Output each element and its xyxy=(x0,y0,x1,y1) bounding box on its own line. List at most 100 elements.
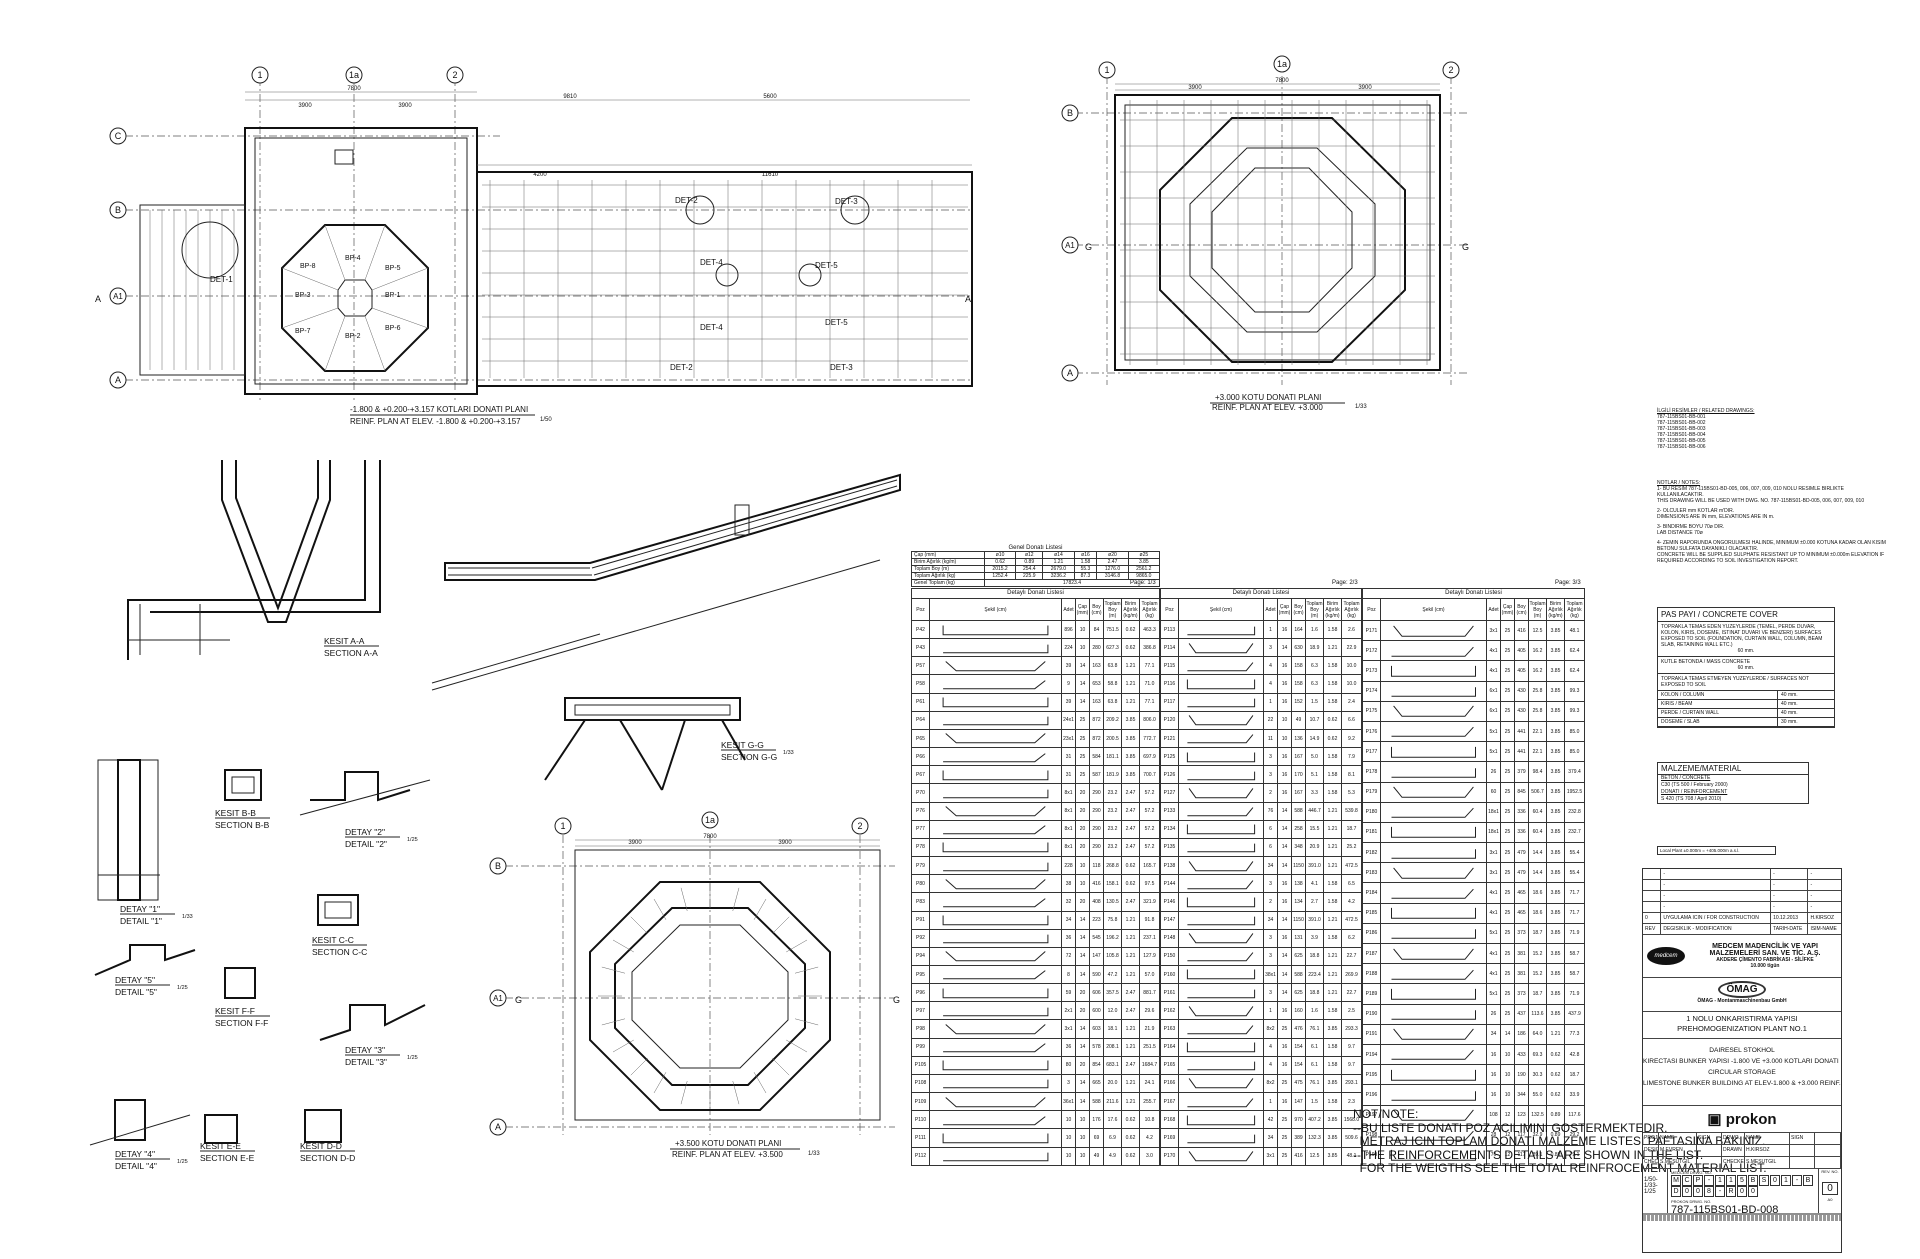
medcem-no-label: MEDCEM DRWG. NO. xyxy=(1671,1170,1712,1175)
value-cell: 407.2 xyxy=(1305,1110,1324,1130)
plan-title-en: REINF. PLAN AT ELEV. +3.000 xyxy=(1212,403,1323,412)
bar-shape-cell xyxy=(1380,640,1487,662)
bar-shape-cell xyxy=(1178,638,1264,658)
pos-cell: P95 xyxy=(911,964,930,985)
related-drawing: 787-115BS01-BB-002 xyxy=(1657,420,1706,426)
column-header: Adet xyxy=(1061,598,1076,621)
pos-cell: P91 xyxy=(911,910,930,930)
rev-name: H.KIRSOZ xyxy=(1810,915,1835,921)
value-cell: 5x1 xyxy=(1486,720,1501,743)
value-cell: 10 xyxy=(1075,1146,1090,1166)
value-cell: 12.5 xyxy=(1305,1146,1324,1166)
value-cell: 4.1 xyxy=(1305,874,1324,894)
value-cell: 10 xyxy=(1061,1146,1076,1166)
value-cell: 6.3 xyxy=(1305,656,1324,676)
value-cell: 25 xyxy=(1277,1128,1292,1148)
value-cell: 446.7 xyxy=(1305,801,1324,821)
value-cell: 433 xyxy=(1514,1043,1529,1066)
value-cell: 3.85 xyxy=(1546,821,1565,844)
bar-shape-cell xyxy=(1380,862,1487,884)
designed-name: M.EVREN xyxy=(1659,1145,1697,1157)
value-cell: 232.8 xyxy=(1564,801,1585,823)
grid-label: A1 xyxy=(493,994,503,1003)
plan-top-left: 1 1a 2 C B A1 A 7800 3900 3900 9810 5600… xyxy=(95,66,973,426)
detail-circle xyxy=(840,195,870,225)
note-line: FOR THE WEIGTHS SEE THE TOTAL REINFROCEM… xyxy=(1353,1161,1767,1175)
bar-shape-sketch xyxy=(1179,676,1263,692)
pos-cell: P66 xyxy=(911,747,930,767)
value-cell: 32 xyxy=(1061,892,1076,912)
bar-shape-sketch xyxy=(1179,912,1263,928)
value-cell: 25 xyxy=(1500,862,1515,884)
section-title: KESIT G-G xyxy=(721,740,764,750)
value-cell: 36x1 xyxy=(1061,1092,1076,1112)
number-box: B xyxy=(1748,1175,1758,1186)
cover-element: PERDE / CURTAIN WALL xyxy=(1661,710,1719,716)
value-cell: 1.21 xyxy=(1323,964,1342,985)
value-cell: 5x1 xyxy=(1486,741,1501,763)
value-cell: 163 xyxy=(1089,656,1104,676)
value-cell: 1150 xyxy=(1291,910,1306,930)
value-cell: 3 xyxy=(1263,983,1278,1003)
pos-cell: P114 xyxy=(1160,638,1179,658)
diameter-cell: ø25 xyxy=(1127,551,1161,559)
value-cell: 2.7 xyxy=(1305,892,1324,912)
value-cell: 36 xyxy=(1061,928,1076,948)
plan-title: -1.800 & +0.200-+3.157 KOTLARI DONATI PL… xyxy=(350,405,528,414)
value-cell: 181.9 xyxy=(1103,765,1122,785)
stirrup-line xyxy=(732,1080,740,1105)
value-cell: 3x1 xyxy=(1486,862,1501,884)
detail-labels: DET-1 DET-2 DET-3 DET-4 DET-5 DET-2 DET-… xyxy=(210,196,858,372)
value-cell: 3.85 xyxy=(1546,660,1565,682)
pos-cell: P173 xyxy=(1362,660,1381,682)
value-cell: 16.2 xyxy=(1528,640,1547,662)
bar-shape-cell xyxy=(1178,747,1264,767)
bar-shape-cell xyxy=(929,783,1062,803)
dim-label: 3900 xyxy=(1188,85,1202,91)
value-cell: 1.58 xyxy=(1323,783,1342,803)
cover-value: 40 mm. xyxy=(1777,709,1834,717)
bar-shape-sketch xyxy=(930,948,1061,964)
value-cell: 16 xyxy=(1486,1084,1501,1106)
value-cell: 16 xyxy=(1277,747,1292,767)
value-cell: 441 xyxy=(1514,741,1529,763)
value-cell: 77.3 xyxy=(1564,1023,1585,1045)
bar-shape-cell xyxy=(929,964,1062,985)
cover-not-soil-text: TOPRAKLA TEMAS ETMEYEN YUZEYLERDE / SURF… xyxy=(1658,674,1834,691)
value-cell: 0.62 xyxy=(983,558,1017,566)
note-item: CONCRETE WILL BE SUPPLIED SULPHATE RESIS… xyxy=(1657,552,1885,564)
bar-shape-sketch xyxy=(930,712,1061,728)
number-box: B xyxy=(1803,1175,1813,1186)
pos-cell: P168 xyxy=(1160,1110,1179,1130)
value-cell: 416 xyxy=(1514,619,1529,642)
value-cell: 25 xyxy=(1500,983,1515,1005)
value-cell: 14 xyxy=(1075,656,1090,676)
value-cell: 6 xyxy=(1263,819,1278,839)
value-cell: 25.8 xyxy=(1528,680,1547,702)
value-cell: 293.1 xyxy=(1341,1073,1362,1094)
pos-cell: P108 xyxy=(911,1073,930,1094)
material-concrete-label: BETON / CONCRETE xyxy=(1661,775,1711,781)
section-title-en: SECTION G-G xyxy=(721,752,777,762)
grid-label: 1a xyxy=(705,815,715,825)
bar-shape-sketch xyxy=(1179,749,1263,765)
value-cell: 12.0 xyxy=(1103,1001,1122,1021)
grid-header: NAME xyxy=(1745,1133,1790,1145)
value-cell: 6.1 xyxy=(1305,1055,1324,1075)
pos-cell: P165 xyxy=(1160,1055,1179,1075)
value-cell: 2.47 xyxy=(1121,892,1140,912)
column-header: Şekil (cm) xyxy=(1178,598,1264,621)
grid-label: 1 xyxy=(257,70,262,80)
value-cell: 430 xyxy=(1514,700,1529,722)
section-title: DETAY "2" xyxy=(345,827,385,837)
value-cell: 9.7 xyxy=(1341,1037,1362,1057)
value-cell: 10 xyxy=(1277,710,1292,730)
